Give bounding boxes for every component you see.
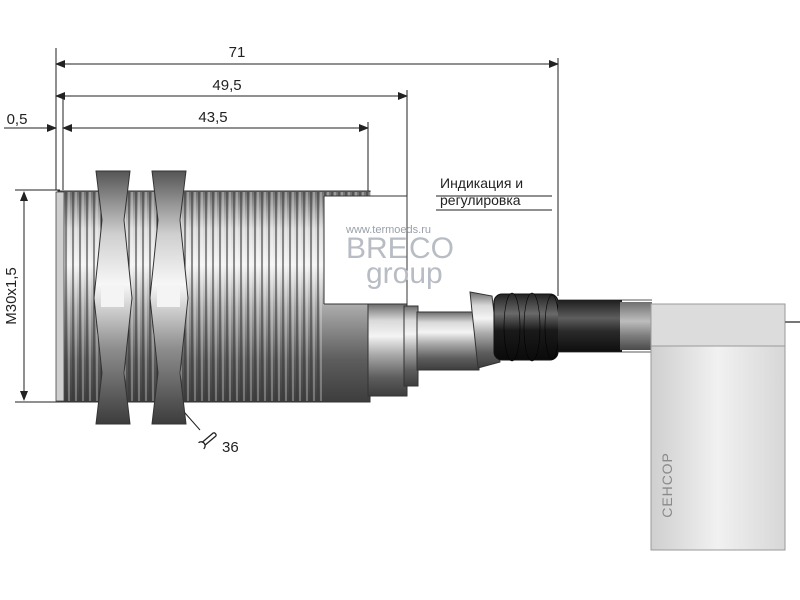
watermark-group: group xyxy=(366,257,443,290)
dimension-lines xyxy=(4,48,559,431)
lock-nut-1 xyxy=(93,170,133,425)
label-brand-text: СЕНСОР xyxy=(659,452,675,518)
cable-gland xyxy=(416,291,560,371)
lock-nut-2 xyxy=(149,170,189,425)
watermark-brand-a: BRE xyxy=(346,232,408,265)
watermark-brand-b: CO xyxy=(409,232,454,265)
dim-overall-length: 71 xyxy=(229,44,246,61)
cable xyxy=(558,299,652,353)
annotation-line-1: Индикация и xyxy=(440,175,523,191)
wrench-icon xyxy=(198,432,217,450)
dim-thread-size: M30x1,5 xyxy=(3,267,20,325)
annotation-line-2: регулировка xyxy=(440,192,521,208)
dim-front-offset: 0,5 xyxy=(7,111,28,128)
watermark: www.termoeds.ru BRE CO group xyxy=(345,224,454,290)
dim-adjust-zone: 49,5 xyxy=(212,77,241,94)
watermark-url: www.termoeds.ru xyxy=(345,224,431,236)
dim-thread-length: 43,5 xyxy=(198,109,227,126)
cable-label-sleeve xyxy=(650,303,800,551)
dim-wrench-size: 36 xyxy=(222,439,239,456)
